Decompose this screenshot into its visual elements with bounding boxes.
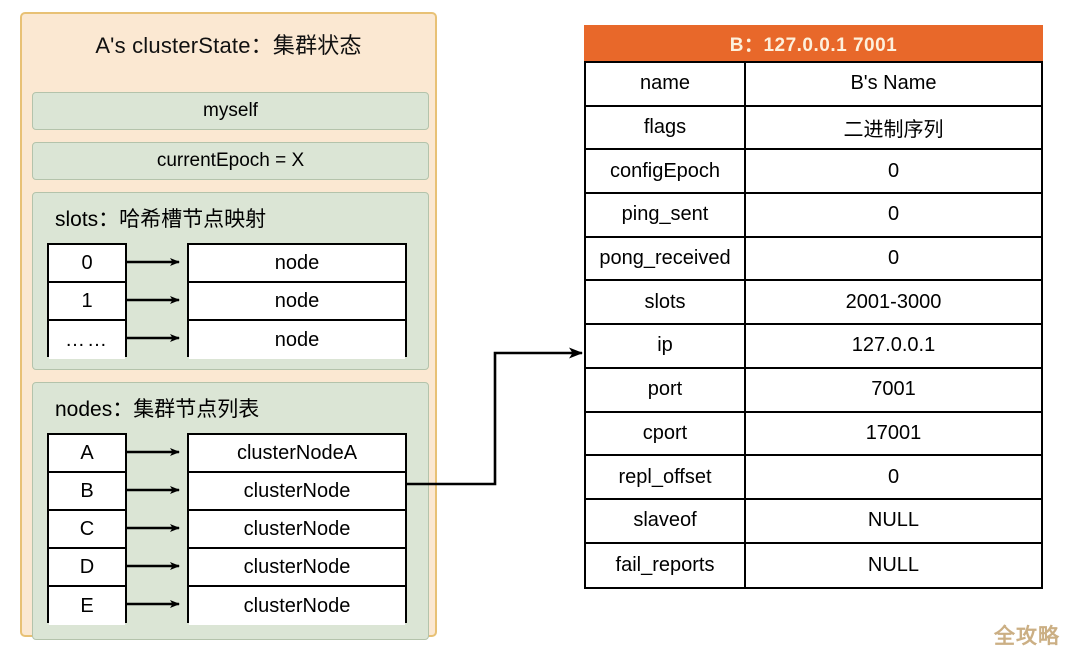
table-cell-key: ip [586,325,746,367]
table-row: cport 17001 [586,412,1041,457]
table-row: slots 2001-3000 [586,281,1041,326]
nodes-value-text: clusterNode [243,479,351,502]
table-row: pong_received 0 [586,237,1041,282]
table-cell-key: name [586,63,746,105]
nodes-value-text: clusterNodeA [236,441,358,464]
table-cell-value: 0 [746,237,1041,280]
myself-label: myself [203,100,258,121]
table-row: ip 127.0.0.1 [586,325,1041,369]
nodes-index-text: C [79,517,95,540]
nodes-value-cell: clusterNode [189,587,405,625]
slots-value-cell: node [189,283,405,321]
table-cell-value: 17001 [746,412,1041,455]
slots-index-text: 1 [81,289,93,312]
table-row: name B's Name [586,63,1041,107]
nodes-value-column: clusterNodeA clusterNode clusterNode clu… [187,433,407,625]
slots-value-cell: node [189,245,405,283]
table-cell-key: configEpoch [586,150,746,193]
table-row: flags 二进制序列 [586,106,1041,151]
table-cell-value: NULL [746,543,1041,588]
slots-value-column: node node node [187,243,407,359]
slots-value-cell: node [189,321,405,359]
slots-heading: slots：哈希槽节点映射 [55,208,267,231]
nodes-index-cell: C [49,511,125,549]
nodes-value-text: clusterNode [243,517,351,540]
table-row: repl_offset 0 [586,456,1041,500]
nodes-value-cell: clusterNode [189,511,405,549]
table-cell-key: pong_received [586,237,746,280]
table-cell-key: fail_reports [586,543,746,588]
nodes-index-cell: D [49,549,125,587]
table-cell-value: 127.0.0.1 [746,325,1041,367]
nodes-value-text: clusterNode [243,594,351,617]
table-cell-value: 0 [746,150,1041,193]
table-row: port 7001 [586,368,1041,413]
table-cell-value: B's Name [746,63,1041,105]
cluster-state-title: A's clusterState：集群状态 [95,33,362,58]
table-cell-key: slaveof [586,499,746,542]
slots-value-text: node [274,251,320,274]
nodes-value-text: clusterNode [243,555,351,578]
nodes-value-cell: clusterNodeA [189,435,405,473]
myself-box: myself [32,92,429,130]
table-cell-key: ping_sent [586,194,746,236]
slots-index-text: 0 [81,251,93,274]
node-b-table: B：127.0.0.1 7001 name B's Name flags 二进制… [584,25,1043,590]
nodes-index-text: B [80,479,94,502]
slots-index-cell: …… [49,321,125,359]
table-cell-key: flags [586,106,746,149]
slots-index-cell: 1 [49,283,125,321]
table-row: ping_sent 0 [586,194,1041,238]
table-row: configEpoch 0 [586,150,1041,195]
cluster-state-panel: A's clusterState：集群状态 myself currentEpoc… [20,12,437,640]
node-b-table-header: B：127.0.0.1 7001 [584,25,1043,61]
slots-arrows [127,258,180,342]
slots-index-column: 0 1 …… [47,243,127,359]
table-cell-value: 7001 [746,368,1041,411]
nodes-index-text: A [80,441,94,464]
table-cell-key: repl_offset [586,456,746,498]
table-cell-key: slots [586,281,746,324]
watermark: 全攻略 [994,625,1060,648]
table-cell-value: 0 [746,456,1041,498]
nodes-value-cell: clusterNode [189,473,405,511]
nodes-index-cell: E [49,587,125,625]
table-cell-value: NULL [746,499,1041,542]
slots-index-cell: 0 [49,245,125,283]
table-row: slaveof NULL [586,499,1041,544]
slots-value-text: node [274,289,320,312]
table-cell-value: 2001-3000 [746,281,1041,324]
nodes-index-cell: B [49,473,125,511]
table-cell-value: 0 [746,194,1041,236]
current-epoch-box: currentEpoch = X [32,142,429,180]
nodes-index-column: A B C D E [47,433,127,625]
nodes-index-text: E [80,594,94,617]
table-cell-key: cport [586,412,746,455]
nodes-heading: nodes：集群节点列表 [55,398,260,421]
table-row: fail_reports NULL [586,543,1041,588]
nodes-index-text: D [79,555,95,578]
slots-index-text: …… [65,328,109,351]
slots-group: slots：哈希槽节点映射 0 1 …… node node node [32,192,429,370]
nodes-index-cell: A [49,435,125,473]
node-b-table-body: name B's Name flags 二进制序列 configEpoch 0 … [584,61,1043,590]
slots-value-text: node [274,328,320,351]
table-cell-value: 二进制序列 [746,106,1041,149]
table-cell-key: port [586,368,746,411]
current-epoch-label: currentEpoch = X [156,150,305,171]
nodes-arrows [127,448,180,608]
nodes-group: nodes：集群节点列表 A B C D E clusterNodeA clus… [32,382,429,640]
nodes-value-cell: clusterNode [189,549,405,587]
